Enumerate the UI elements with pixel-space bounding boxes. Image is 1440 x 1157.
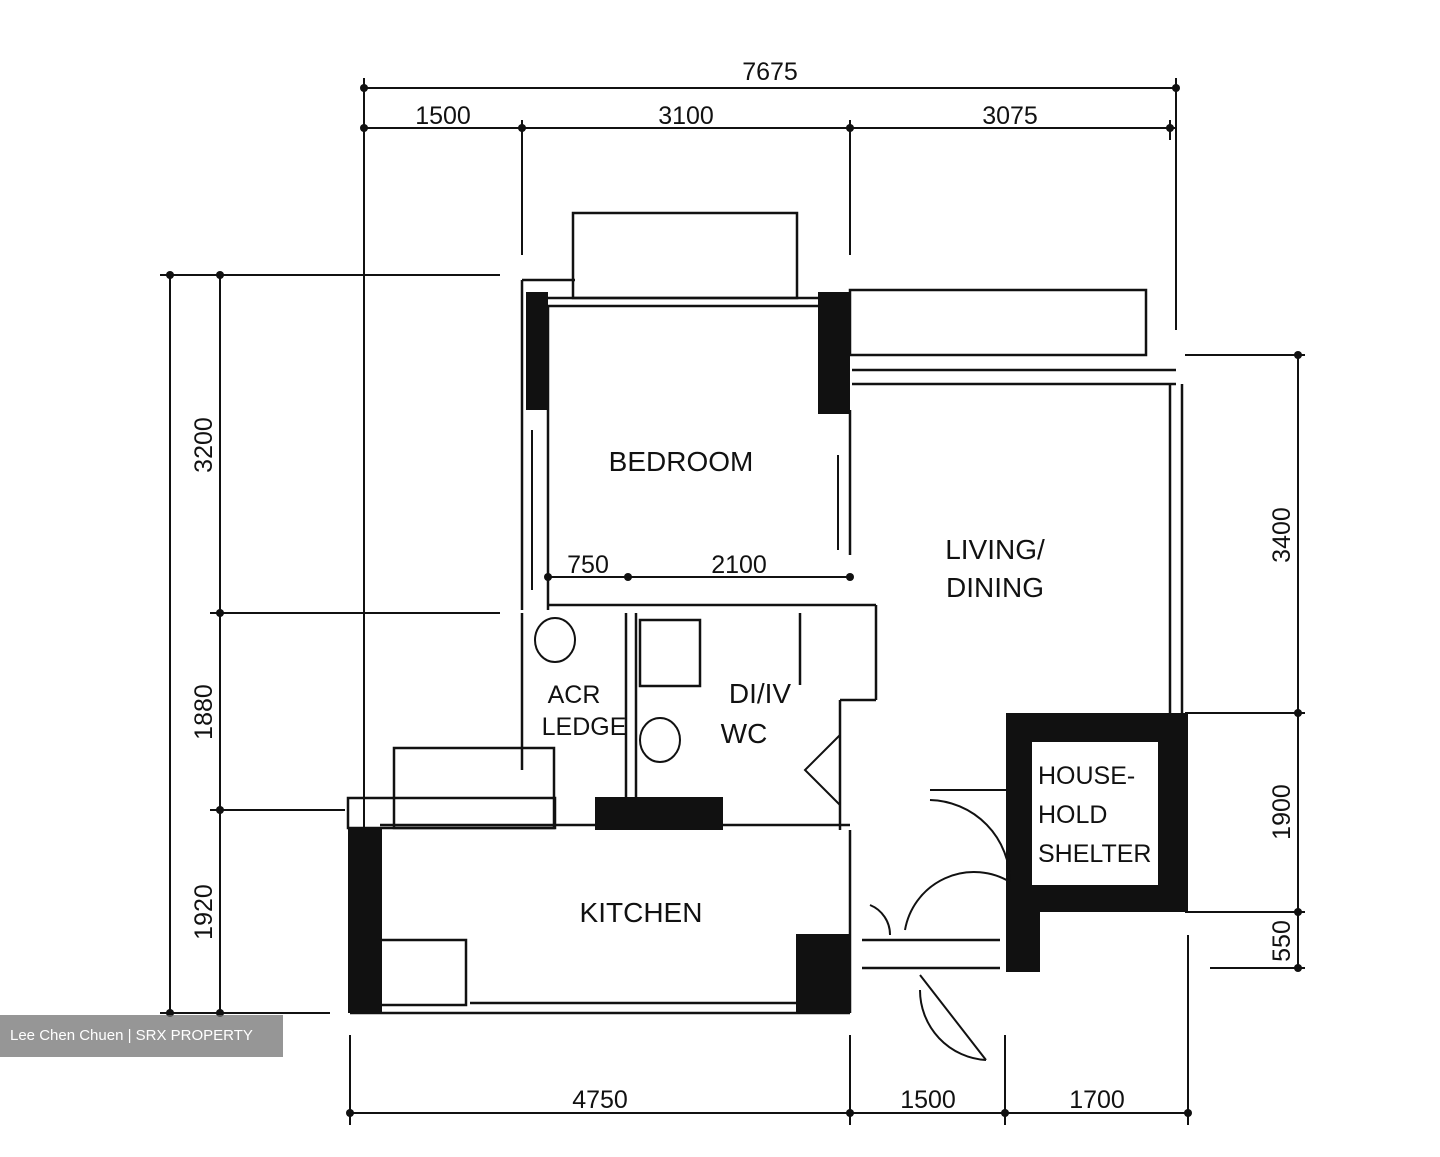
room-living-label-2: DINING — [946, 572, 1044, 603]
dim-right-1: 3400 — [1268, 507, 1296, 563]
dim-top-3: 3075 — [982, 102, 1038, 130]
dim-bottom-1: 4750 — [572, 1086, 628, 1114]
room-shelter-label-3: SHELTER — [1038, 840, 1151, 868]
room-acr-label-2: LEDGE — [542, 713, 627, 741]
dim-right-3: 550 — [1268, 920, 1296, 962]
dimension-lines — [160, 78, 1305, 1125]
solid-walls — [348, 292, 1188, 1013]
dim-top-total: 7675 — [742, 58, 798, 86]
dim-top-1: 1500 — [415, 102, 471, 130]
dim-left-1: 3200 — [190, 417, 218, 473]
dim-right-2: 1900 — [1268, 784, 1296, 840]
dim-left-2: 1880 — [190, 684, 218, 740]
room-living-label-1: LIVING/ — [945, 534, 1045, 565]
dimension-ticks — [166, 84, 1302, 1117]
doors — [531, 430, 1011, 1061]
room-wc-label-1: DI/IV — [729, 678, 792, 709]
dim-left-3: 1920 — [190, 884, 218, 940]
room-shelter-label-1: HOUSE- — [1038, 762, 1135, 790]
dim-bottom-3: 1700 — [1069, 1086, 1125, 1114]
room-bedroom-label: BEDROOM — [609, 446, 754, 477]
photo-credit: Lee Chen Chuen | SRX PROPERTY — [0, 1015, 283, 1057]
room-kitchen-label: KITCHEN — [580, 897, 703, 928]
dim-top-2: 3100 — [658, 102, 714, 130]
room-wc-label-2: WC — [721, 718, 768, 749]
dim-bedroom-2: 2100 — [711, 551, 767, 579]
room-acr-label-1: ACR — [548, 681, 601, 709]
dim-bottom-2: 1500 — [900, 1086, 956, 1114]
room-shelter-label-2: HOLD — [1038, 801, 1107, 829]
dim-bedroom-1: 750 — [567, 551, 609, 579]
